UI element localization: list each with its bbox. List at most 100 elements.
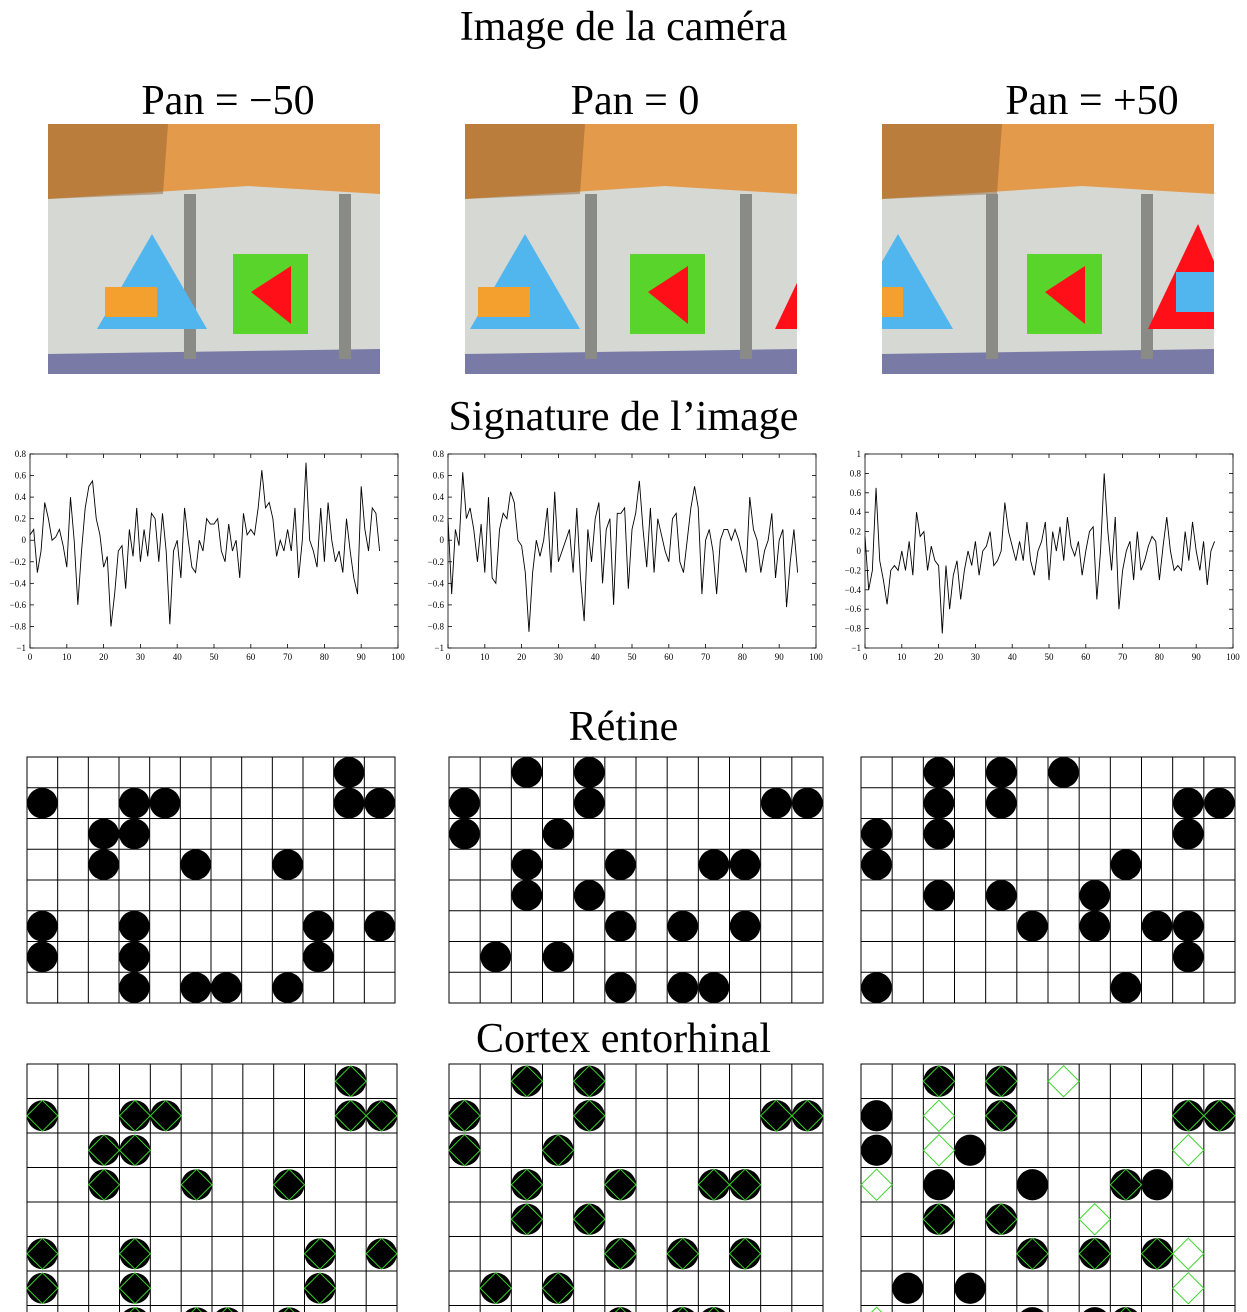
neuron-dot: [1016, 1169, 1048, 1201]
x-tick-label: 70: [1118, 652, 1128, 662]
prediction-diamond: [1016, 1237, 1049, 1271]
x-tick-label: 40: [591, 652, 601, 662]
neuron-dot: [861, 972, 892, 1003]
neuron-dot: [119, 1238, 151, 1270]
neuron-dot: [792, 787, 823, 819]
neuron-dot: [303, 910, 334, 942]
neuron-dot: [27, 1100, 58, 1132]
neuron-dot: [180, 849, 212, 880]
x-tick-label: 100: [391, 652, 405, 662]
neuron-dot: [185, 1307, 208, 1312]
prediction-diamond: [448, 1099, 481, 1133]
neuron-dot: [364, 910, 395, 942]
y-tick-label: 0.4: [433, 492, 445, 502]
prediction-diamond: [26, 1272, 59, 1305]
neuron-dot: [304, 1272, 336, 1304]
neuron-dot: [573, 1100, 605, 1132]
neuron-dot: [449, 1100, 481, 1132]
neuron-dot: [923, 1169, 955, 1201]
neuron-dot: [333, 757, 365, 788]
neuron-dot: [1048, 757, 1079, 788]
x-tick-label: 30: [971, 652, 981, 662]
prediction-diamond: [728, 1168, 762, 1202]
camera-scene: [465, 124, 797, 374]
floor: [48, 349, 380, 374]
y-tick-label: −0.4: [428, 578, 445, 588]
neuron-dot: [1172, 941, 1204, 973]
x-tick-label: 0: [28, 652, 33, 662]
neuron-dot: [542, 941, 574, 973]
neuron-dot: [304, 1238, 336, 1270]
prediction-diamond: [118, 1099, 152, 1132]
camera-scene: [48, 124, 380, 374]
prediction-diamond: [87, 1134, 121, 1167]
neuron-dot: [480, 1272, 512, 1304]
prediction-diamond: [26, 1237, 59, 1270]
neuron-dot: [573, 1065, 605, 1097]
y-tick-label: −1: [16, 643, 26, 653]
prediction-diamond: [759, 1099, 793, 1133]
prediction-diamond: [984, 1099, 1018, 1133]
neuron-dot: [449, 1134, 481, 1166]
y-tick-label: −0.2: [10, 557, 26, 567]
floor: [882, 349, 1214, 374]
neuron-dot: [511, 1065, 543, 1097]
neuron-dot: [119, 972, 150, 1003]
prediction-diamond: [510, 1202, 544, 1236]
prediction-diamond: [572, 1202, 606, 1236]
prediction-diamond: [118, 1272, 152, 1305]
neuron-dot: [511, 1169, 543, 1201]
prediction-diamond: [303, 1272, 337, 1305]
y-tick-label: 0.8: [850, 468, 862, 478]
neuron-dot: [985, 757, 1017, 788]
neuron-dot: [149, 787, 181, 819]
neuron-dot: [211, 972, 242, 1003]
prediction-diamond: [572, 1064, 606, 1098]
y-tick-label: 0.8: [433, 450, 445, 459]
x-tick-label: 60: [246, 652, 256, 662]
x-tick-label: 50: [628, 652, 638, 662]
neuron-dot: [861, 1134, 893, 1166]
wall-seam: [740, 194, 752, 359]
wall-seam: [184, 194, 196, 359]
neuron-dot: [1172, 787, 1204, 819]
neuron-dot: [985, 1203, 1017, 1235]
retina-title: Rétine: [568, 704, 679, 750]
neuron-dot: [366, 1238, 398, 1270]
neuron-dot: [119, 941, 150, 973]
neuron-dot: [861, 849, 892, 880]
neuron-dot: [119, 1100, 151, 1132]
x-tick-label: 60: [1081, 652, 1091, 662]
pan-label-center: Pan = 0: [570, 78, 700, 124]
neuron-dot: [698, 1169, 730, 1201]
x-tick-label: 80: [1155, 652, 1165, 662]
y-tick-label: 0: [857, 546, 862, 556]
neuron-dot: [335, 1100, 367, 1132]
neuron-dot: [667, 972, 699, 1003]
neuron-dot: [1110, 849, 1142, 880]
neuron-dot: [702, 1307, 726, 1312]
neuron-dot: [729, 910, 761, 942]
x-tick-label: 70: [701, 652, 711, 662]
cortex-grid-center: [448, 1063, 824, 1312]
neuron-dot: [272, 972, 303, 1003]
prediction-diamond: [334, 1099, 367, 1132]
prediction-diamond: [984, 1064, 1018, 1098]
neuron-dot: [791, 1100, 823, 1132]
neuron-dot: [985, 1100, 1017, 1132]
neuron-dot: [923, 787, 955, 819]
neuron-dot: [88, 1169, 120, 1201]
neuron-dot: [1079, 1238, 1111, 1270]
neuron-dot: [119, 787, 150, 819]
y-tick-label: −0.2: [845, 565, 861, 575]
neuron-dot: [119, 818, 150, 850]
prediction-diamond: [510, 1168, 544, 1202]
x-tick-label: 50: [210, 652, 220, 662]
neuron-dot: [923, 1065, 955, 1097]
prediction-diamond: [180, 1168, 213, 1201]
prediction-diamond: [149, 1099, 182, 1132]
prediction-diamond: [479, 1271, 513, 1305]
wall-seam: [986, 194, 998, 359]
neuron-dot: [671, 1307, 695, 1312]
shelf: [48, 124, 168, 199]
